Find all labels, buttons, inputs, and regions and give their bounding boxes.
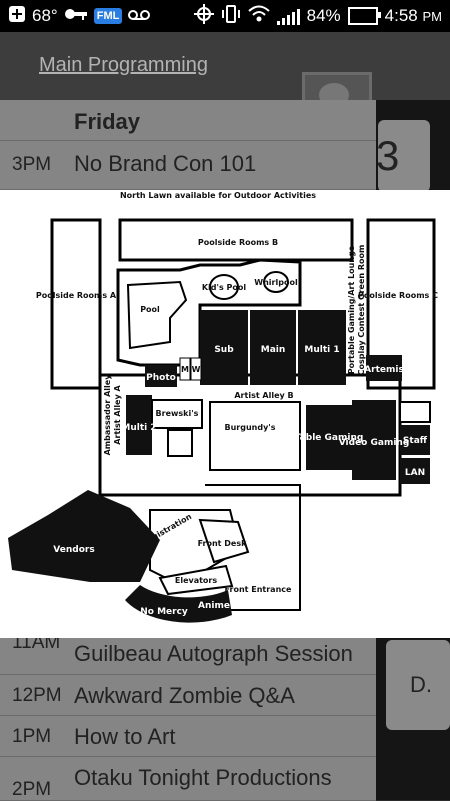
- room-artemis: [366, 355, 402, 381]
- elevators-area: [158, 564, 234, 596]
- venue-map[interactable]: North Lawn available for Outdoor Activit…: [0, 190, 450, 638]
- svg-text:Artist Alley B: Artist Alley B: [234, 391, 293, 400]
- svg-text:Elevators: Elevators: [175, 576, 218, 585]
- svg-text:M: M: [181, 365, 189, 374]
- room-brewskis: [151, 399, 203, 429]
- room-multi1: [298, 310, 346, 385]
- clock: 4:58 PM: [384, 6, 442, 25]
- svg-text:Poolside Rooms C: Poolside Rooms C: [358, 291, 438, 300]
- temperature: 68°: [32, 6, 58, 25]
- room-no-mercy-anime: [125, 585, 232, 623]
- room-video-gaming: [352, 400, 396, 480]
- list-item[interactable]: 12PM Awkward Zombie Q&A: [0, 675, 376, 716]
- plus-icon: [8, 5, 26, 28]
- side-card-bottom[interactable]: D.: [386, 640, 450, 730]
- svg-text:Vendors: Vendors: [53, 545, 94, 555]
- svg-text:LAN: LAN: [405, 468, 425, 478]
- gps-icon: [193, 3, 214, 29]
- svg-text:Kid's Pool: Kid's Pool: [202, 283, 247, 292]
- pool-shape: [126, 280, 188, 350]
- voicemail-icon: [128, 6, 151, 26]
- poolside-rooms-a: [50, 218, 102, 390]
- svg-text:Front Desk: Front Desk: [198, 539, 248, 548]
- side-card-top[interactable]: 3: [378, 120, 430, 192]
- map-top-note: North Lawn available for Outdoor Activit…: [120, 191, 316, 200]
- main-programming-link[interactable]: Main Programming: [39, 54, 208, 76]
- list-item[interactable]: 2PM Otaku Tonight Productions: [0, 757, 376, 801]
- key-icon: [64, 6, 88, 26]
- list-item[interactable]: 11AM Guilbeau Autograph Session: [0, 632, 376, 675]
- kids-pool: [209, 274, 239, 300]
- svg-text:Video Gaming: Video Gaming: [339, 438, 410, 448]
- room-table-gaming: [306, 405, 352, 470]
- svg-text:Photo: Photo: [146, 373, 176, 383]
- svg-text:Ambassador Alley: Ambassador Alley: [103, 374, 112, 456]
- svg-text:Front Entrance: Front Entrance: [225, 585, 292, 594]
- room-lan: [400, 458, 430, 484]
- room-vendors: [8, 490, 160, 582]
- signal-icon: [276, 7, 300, 25]
- svg-text:Artist Alley A: Artist Alley A: [113, 385, 122, 445]
- venue-map-drawing: North Lawn available for Outdoor Activit…: [8, 191, 438, 623]
- battery-icon: [347, 7, 381, 25]
- status-bar: 68° FML 84% 4:58 PM: [0, 0, 450, 32]
- svg-text:Table Gaming: Table Gaming: [295, 433, 364, 443]
- list-item[interactable]: 1PM How to Art: [0, 716, 376, 757]
- svg-text:Multi 2: Multi 2: [121, 423, 156, 433]
- svg-text:Multi 1: Multi 1: [304, 345, 339, 355]
- front-desk: [198, 518, 250, 564]
- svg-text:Cosplay Contest Green Room: Cosplay Contest Green Room: [357, 245, 366, 376]
- list-item[interactable]: 3PM No Brand Con 101: [0, 141, 376, 190]
- svg-text:Poolside Rooms A: Poolside Rooms A: [36, 291, 117, 300]
- wifi-icon: [247, 5, 270, 28]
- svg-text:Anime: Anime: [198, 601, 230, 611]
- svg-text:Main: Main: [261, 345, 286, 355]
- room-multi2: [126, 395, 152, 455]
- battery-percent: 84%: [306, 6, 341, 25]
- svg-text:Sub: Sub: [214, 345, 234, 355]
- svg-text:No Mercy: No Mercy: [140, 607, 188, 617]
- room-staff: [400, 425, 430, 455]
- whirlpool: [263, 271, 289, 293]
- room-main: [250, 310, 296, 385]
- day-header: Friday: [0, 100, 376, 141]
- svg-text:Burgundy's: Burgundy's: [224, 423, 275, 432]
- svg-text:Poolside Rooms B: Poolside Rooms B: [198, 238, 278, 247]
- svg-text:Whirlpool: Whirlpool: [254, 278, 298, 287]
- svg-text:Brewski's: Brewski's: [156, 409, 199, 418]
- room-photo: [145, 365, 177, 387]
- room-burgundys: [209, 401, 301, 471]
- poolside-rooms-b: [118, 218, 354, 262]
- svg-text:Staff: Staff: [403, 436, 428, 446]
- svg-text:Portable Gaming/Art Lounge: Portable Gaming/Art Lounge: [347, 245, 356, 374]
- fml-badge: FML: [93, 8, 123, 24]
- svg-text:Artemis: Artemis: [364, 365, 404, 375]
- vibrate-icon: [221, 4, 241, 29]
- svg-text:Pool: Pool: [140, 305, 160, 314]
- svg-text:W: W: [192, 365, 201, 374]
- room-sub: [200, 310, 248, 385]
- action-bar: Main Programming: [0, 32, 450, 122]
